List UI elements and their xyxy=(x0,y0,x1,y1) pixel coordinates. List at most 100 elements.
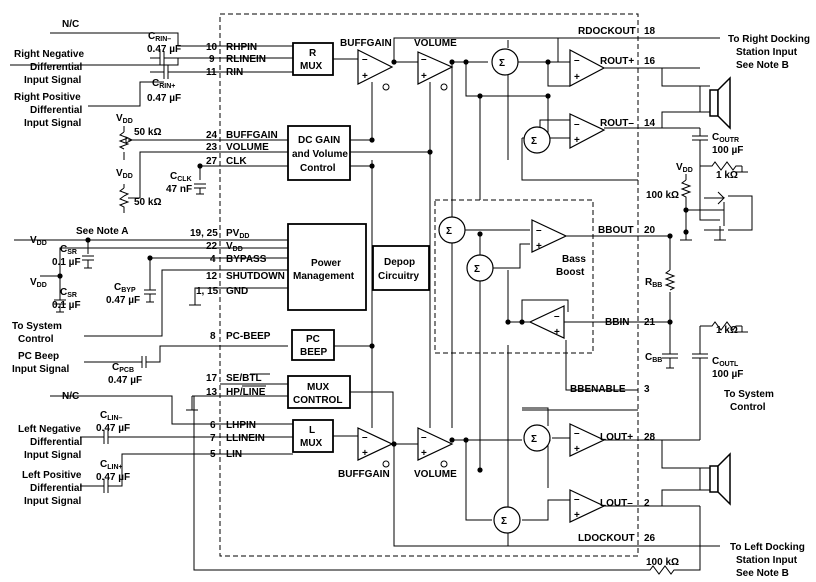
cpcb-value: 0.47 µF xyxy=(108,375,142,386)
svg-text:+: + xyxy=(421,71,427,82)
l-mux-label-2: MUX xyxy=(300,438,323,449)
pin-7-num: 7 xyxy=(210,433,216,444)
lout-neg-label: LOUT– xyxy=(600,498,633,509)
lout-pos-num: 28 xyxy=(644,432,656,443)
buffgain-amp-top: –+ xyxy=(357,49,394,91)
rbb-label: RBB xyxy=(645,277,662,289)
bass-boost-region xyxy=(434,199,594,354)
pin-1-15-num: 1, 15 xyxy=(196,286,219,297)
left-wiring xyxy=(10,32,293,493)
pin-19-25-num: 19, 25 xyxy=(190,228,218,239)
clin-pos-value: 0.47 µF xyxy=(96,472,130,483)
to-system-control-right-1: To System xyxy=(724,389,774,400)
cbb-label: CBB xyxy=(645,352,662,364)
pc-beep-label-2: BEEP xyxy=(300,347,328,358)
pin-9-num: 9 xyxy=(209,54,215,65)
rout-neg-amp: –+ xyxy=(569,113,606,149)
svg-text:+: + xyxy=(536,241,542,252)
pin-4-name: BYPASS xyxy=(226,254,267,265)
pin-5-num: 5 xyxy=(210,449,216,460)
coutr-value: 100 µF xyxy=(712,145,743,156)
bbin-amp: –+ xyxy=(528,305,565,339)
pin-12-num: 12 xyxy=(206,271,218,282)
cpcb-label: CPCB xyxy=(112,362,134,374)
pin-9-name: RLINEIN xyxy=(226,54,266,65)
to-left-dock-1: To Left Docking xyxy=(730,542,805,553)
pin-8-num: 8 xyxy=(210,331,216,342)
svg-text:+: + xyxy=(362,448,368,459)
to-left-dock-2: Station Input xyxy=(736,555,798,566)
vdd-csr2-label: VDD xyxy=(30,277,47,289)
to-right-dock-1: To Right Docking xyxy=(728,34,810,45)
pin-13-name: HP/LINE xyxy=(226,387,266,398)
r-mux-label-2: MUX xyxy=(300,61,323,72)
csr2-value: 0.1 µF xyxy=(52,300,81,311)
to-right-dock-2: Station Input xyxy=(736,47,798,58)
svg-text:–: – xyxy=(362,432,368,443)
right-wiring xyxy=(193,67,753,575)
internal-wiring xyxy=(333,37,720,547)
rdockout-label: RDOCKOUT xyxy=(578,26,636,37)
right-neg-line1: Right Negative xyxy=(14,49,84,60)
summer-top-2: Σ xyxy=(523,126,551,154)
pin-7-name: LLINEIN xyxy=(226,433,265,444)
cclk-value: 47 nF xyxy=(166,184,192,195)
svg-text:Σ: Σ xyxy=(446,226,452,237)
svg-text:–: – xyxy=(574,119,580,130)
pin-24-name: BUFFGAIN xyxy=(226,130,278,141)
r-100k-top: 100 kΩ xyxy=(646,190,679,201)
pc-beep-input-2: Input Signal xyxy=(12,364,69,375)
buffgain-label-bottom: BUFFGAIN xyxy=(338,469,390,480)
nc-top-label: N/C xyxy=(62,19,79,30)
svg-text:+: + xyxy=(574,510,580,521)
pin-8-name: PC-BEEP xyxy=(226,331,271,342)
dc-gain-label-1: DC GAIN xyxy=(298,135,340,146)
pin-24-num: 24 xyxy=(206,130,218,141)
bbin-num: 21 xyxy=(644,317,656,328)
svg-text:Σ: Σ xyxy=(499,58,505,69)
ldockout-num: 26 xyxy=(644,533,656,544)
left-neg-line1: Left Negative xyxy=(18,424,81,435)
depop-block xyxy=(372,245,430,291)
bbout-label: BBOUT xyxy=(598,225,634,236)
rout-neg-num: 14 xyxy=(644,118,656,129)
summer-bass-1: Σ xyxy=(438,216,466,244)
svg-text:Σ: Σ xyxy=(501,516,507,527)
bbenable-label: BBENABLE xyxy=(570,384,626,395)
power-label-1: Power xyxy=(311,258,341,269)
right-speaker-icon xyxy=(709,76,731,130)
pin-10-num: 10 xyxy=(206,42,218,53)
svg-text:–: – xyxy=(574,428,580,439)
dc-gain-block xyxy=(287,125,351,181)
svg-text:+: + xyxy=(574,135,580,146)
to-system-control-left-2: Control xyxy=(18,334,54,345)
svg-text:–: – xyxy=(536,225,542,236)
rout-neg-label: ROUT– xyxy=(600,118,634,129)
dc-gain-label-2: and Volume xyxy=(292,149,348,160)
summer-bottom-1: Σ xyxy=(523,424,551,452)
crin-pos-value: 0.47 µF xyxy=(147,93,181,104)
cbyp-value: 0.47 µF xyxy=(106,295,140,306)
rout-pos-label: ROUT+ xyxy=(600,56,634,67)
vdd-right-label: VDD xyxy=(676,162,693,174)
pin-22-name: VDD xyxy=(226,241,243,253)
vdd-csr1-label: VDD xyxy=(30,235,47,247)
right-pos-line1: Right Positive xyxy=(14,92,81,103)
pin-22-num: 22 xyxy=(206,241,218,252)
vdd-pot1-label: VDD xyxy=(116,113,133,125)
depop-label-2: Circuitry xyxy=(378,271,420,282)
pin-1-15-name: GND xyxy=(226,286,248,297)
summer-top-1: Σ xyxy=(491,48,519,76)
lout-pos-label: LOUT+ xyxy=(600,432,633,443)
pot1-value: 50 kΩ xyxy=(134,127,161,138)
power-label-2: Management xyxy=(293,271,355,282)
pin-23-name: VOLUME xyxy=(226,142,269,153)
bbin-label: BBIN xyxy=(605,317,629,328)
pin-27-num: 27 xyxy=(206,156,218,167)
pin-5-name: LIN xyxy=(226,449,242,460)
r-1k-top: 1 kΩ xyxy=(716,170,738,181)
pin-12-name: SHUTDOWN xyxy=(226,271,285,282)
clin-neg-value: 0.47 µF xyxy=(96,423,130,434)
right-pos-line3: Input Signal xyxy=(24,118,81,129)
